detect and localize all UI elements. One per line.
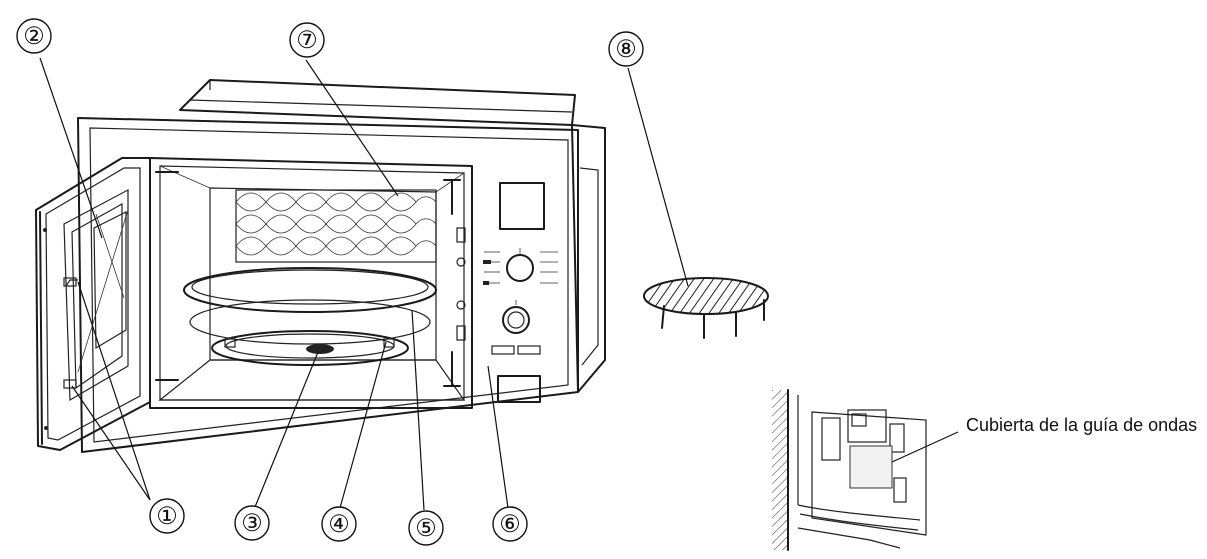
- callout-3: ③: [234, 505, 270, 541]
- timer-dial: [502, 306, 530, 334]
- callout-6: ⑥: [492, 506, 528, 542]
- callout-5-label: ⑤: [415, 514, 437, 542]
- callout-1: ①: [149, 498, 185, 534]
- callout-5: ⑤: [408, 510, 444, 546]
- callout-4: ④: [321, 506, 357, 542]
- callout-6-label: ⑥: [499, 510, 521, 538]
- grill-rack: [643, 277, 769, 339]
- waveguide-cover-label: Cubierta de la guía de ondas: [966, 415, 1198, 435]
- callout-1-label: ①: [156, 502, 178, 530]
- glass-tray: [183, 267, 437, 313]
- oven-cavity: [149, 157, 473, 409]
- callout-3-label: ③: [241, 509, 263, 537]
- door-window: [77, 209, 129, 373]
- callout-2-label: ②: [23, 22, 45, 50]
- roller-ring: [211, 330, 409, 366]
- callout-2: ②: [16, 18, 52, 54]
- open-door: [35, 157, 151, 451]
- waveguide-cover: [849, 445, 893, 489]
- callout-8: ⑧: [608, 31, 644, 67]
- door-release-button: [497, 375, 541, 403]
- waveguide-inset: [772, 389, 959, 551]
- grill-element: [235, 189, 437, 263]
- turntable-shaft: [306, 344, 334, 354]
- control-panel: [483, 182, 558, 403]
- microwave-body: [77, 79, 606, 453]
- callout-7: ⑦: [289, 22, 325, 58]
- callout-4-label: ④: [328, 510, 350, 538]
- function-dial: [506, 254, 534, 282]
- callout-7-label: ⑦: [296, 26, 318, 54]
- callout-8-label: ⑧: [615, 35, 637, 63]
- leader-lines: [39, 57, 689, 511]
